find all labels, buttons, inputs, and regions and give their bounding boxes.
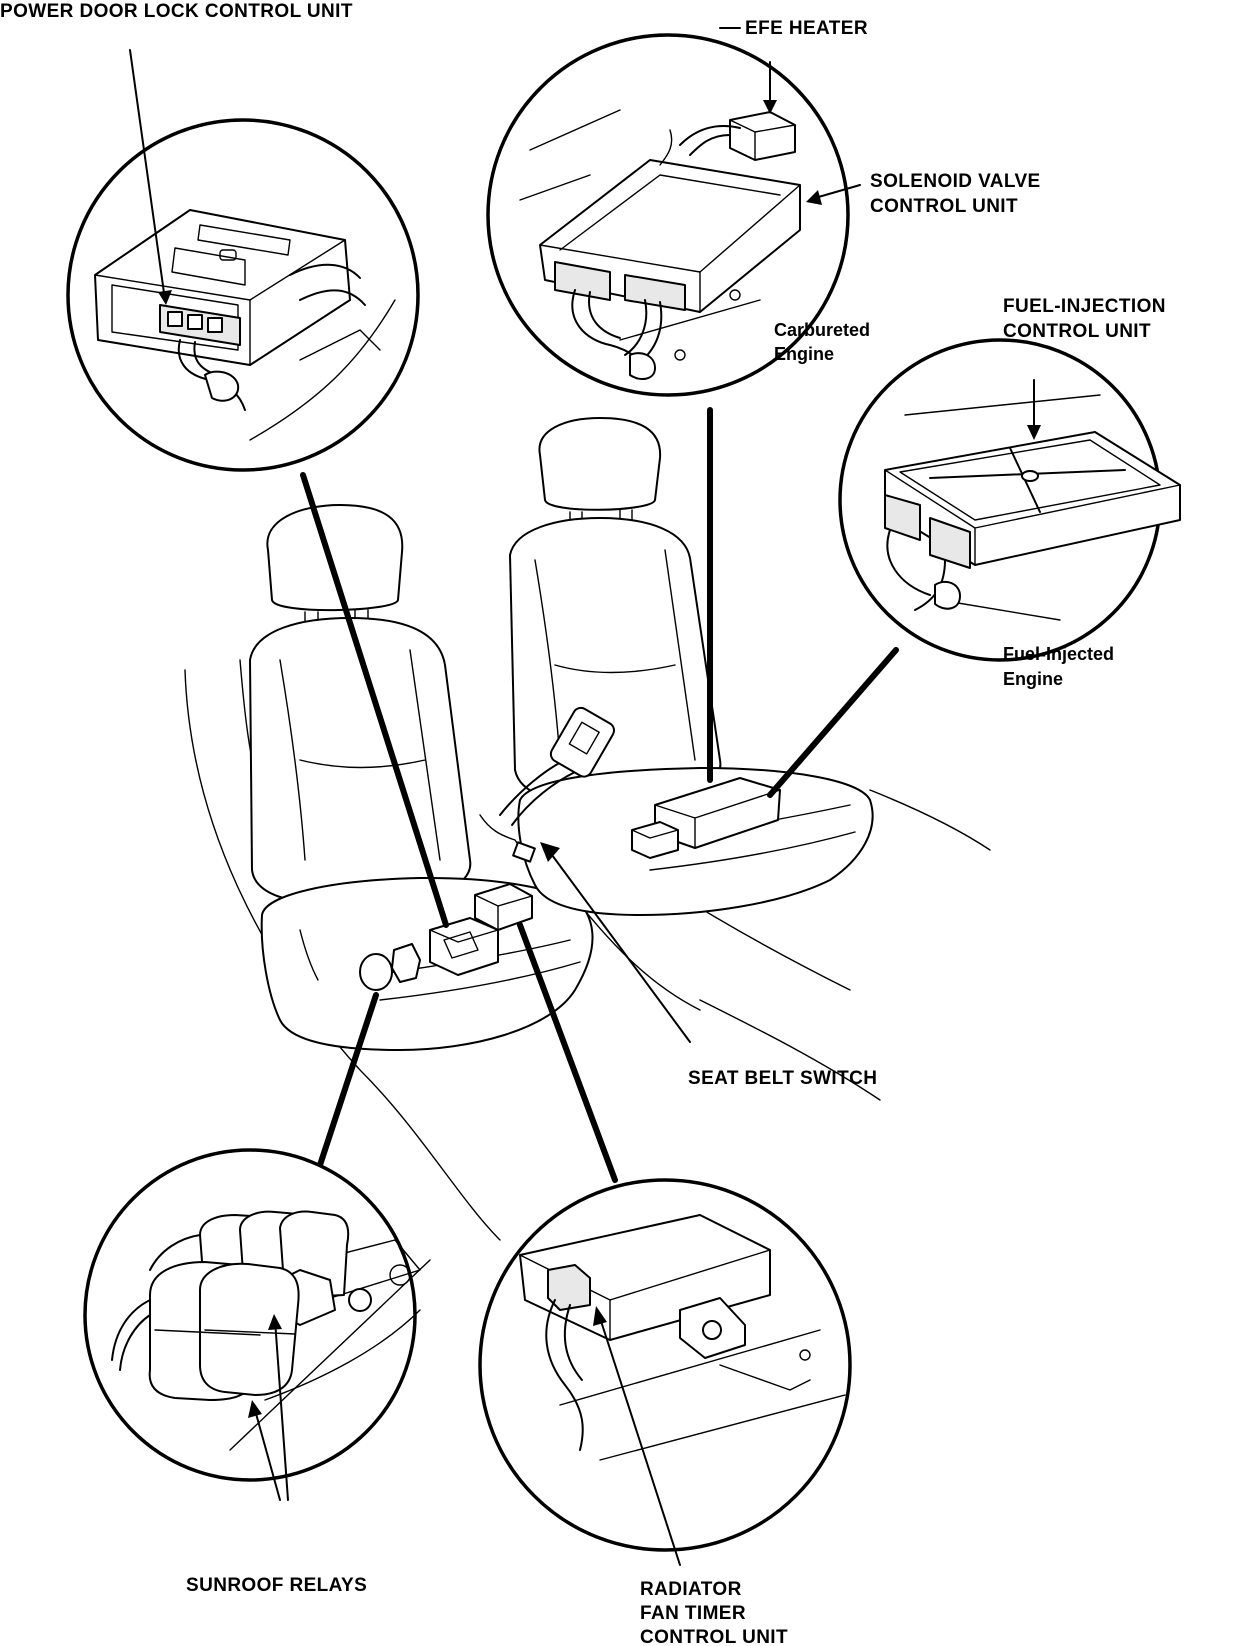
seat-belt-switch-leader bbox=[551, 854, 691, 1043]
power-door-lock-detail-circle bbox=[66, 118, 420, 472]
fuel-injection-detail-circle bbox=[838, 338, 1181, 662]
power-door-lock-label: POWER DOOR LOCK CONTROL UNIT bbox=[0, 1, 353, 22]
radiator-fan-timer-detail-circle bbox=[478, 1178, 852, 1566]
radiator-fan-timer-label-line1: RADIATOR bbox=[640, 1579, 742, 1600]
solenoid-valve-label-line1: SOLENOID VALVE bbox=[870, 171, 1041, 192]
fuel-injected-engine-label-line2: Engine bbox=[1003, 669, 1063, 689]
carbureted-engine-label-line1: Carbureted bbox=[774, 320, 870, 340]
carbureted-engine-label-line2: Engine bbox=[774, 344, 834, 364]
efe-heater-label: EFE HEATER bbox=[745, 18, 868, 39]
seat-belt-switch-arrowhead bbox=[540, 842, 560, 862]
seat-belt-switch-label: SEAT BELT SWITCH bbox=[688, 1068, 877, 1089]
power-door-lock-leader bbox=[129, 49, 166, 301]
radiator-fan-timer-label-line3: CONTROL UNIT bbox=[640, 1627, 788, 1646]
fuel-injection-label-line2: CONTROL UNIT bbox=[1003, 321, 1151, 342]
fuel-injection-label-line1: FUEL-INJECTION bbox=[1003, 296, 1166, 317]
leader-lines bbox=[300, 407, 899, 1183]
fuel-injected-engine-label-line1: Fuel-Injected bbox=[1003, 644, 1114, 664]
front-seats-illustration bbox=[184, 417, 991, 1241]
solenoid-valve-detail-circle bbox=[486, 33, 861, 397]
solenoid-valve-label-line2: CONTROL UNIT bbox=[870, 196, 1018, 217]
sunroof-relays-detail-circle bbox=[83, 1148, 431, 1501]
radiator-fan-timer-label-line2: FAN TIMER bbox=[640, 1603, 746, 1624]
sunroof-relays-label: SUNROOF RELAYS bbox=[186, 1575, 367, 1596]
